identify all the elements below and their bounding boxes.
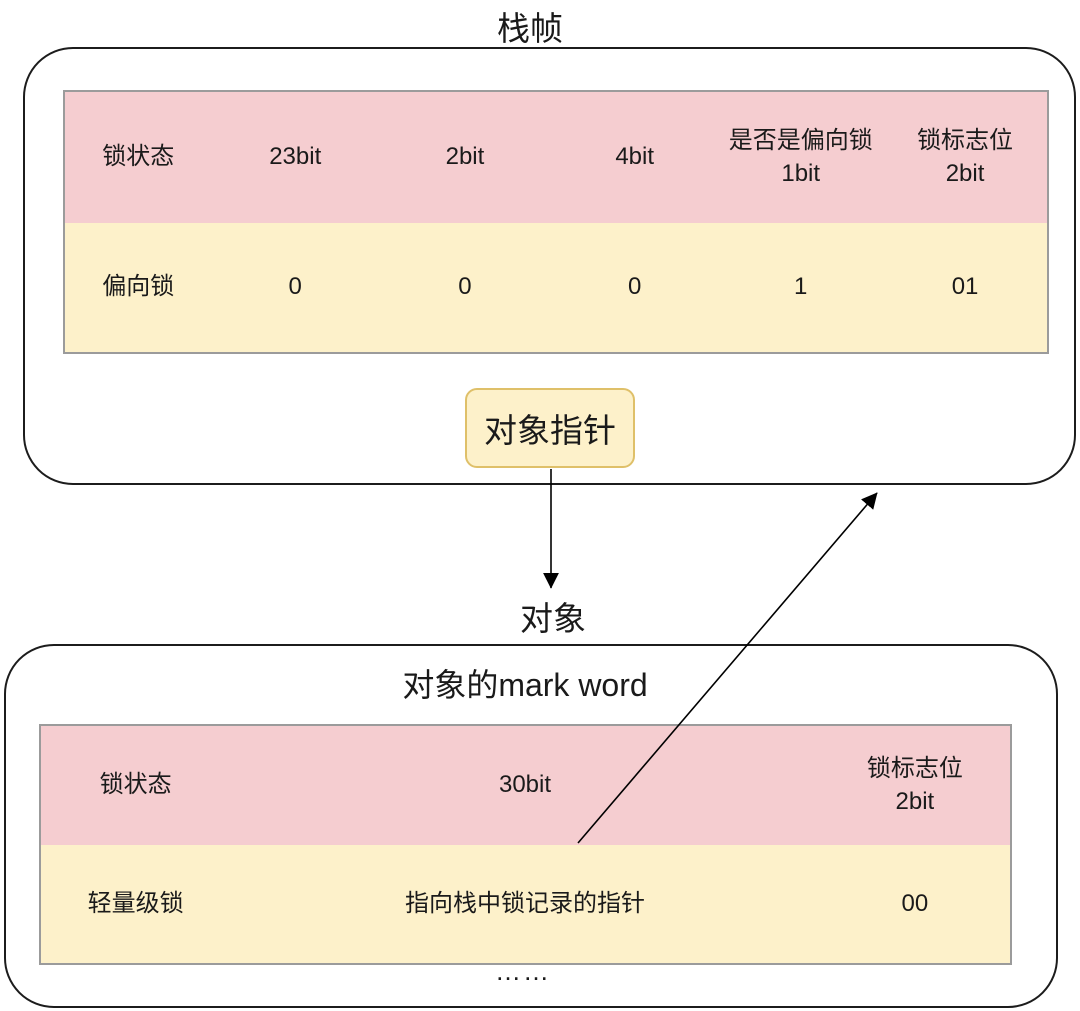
table-header-row: 锁状态 30bit 锁标志位 2bit [40, 725, 1011, 845]
cell-biased-lock: 偏向锁 [102, 273, 175, 301]
cell-value-0c: 0 [628, 273, 642, 301]
table-value-row: 轻量级锁 指向栈中锁记录的指针 00 [40, 845, 1011, 964]
object-label: 对象 [520, 600, 586, 637]
cell-value-0a: 0 [288, 273, 302, 301]
mark-word-container [4, 644, 1058, 1008]
cell-value-01: 01 [951, 273, 979, 301]
column-header-lock-state: 锁状态 [99, 771, 172, 799]
cell-value-0b: 0 [458, 273, 472, 301]
stack-frame-container [23, 47, 1076, 485]
mark-word-title: 对象的mark word [402, 667, 648, 703]
stack-frame-lock-record-table: 锁状态 23bit 2bit 4bit 是否是偏向锁 1bit 锁标志位 2bi… [63, 90, 1049, 354]
object-pointer-box: 对象指针 [465, 388, 635, 468]
column-header-lock-flag: 锁标志位 2bit [917, 127, 1014, 187]
cell-lightweight-lock: 轻量级锁 [87, 889, 184, 917]
table-value-row: 偏向锁 0 0 0 1 01 [64, 223, 1048, 353]
cell-lock-record-pointer: 指向栈中锁记录的指针 [405, 889, 645, 917]
cell-value-00: 00 [901, 889, 929, 917]
column-header-biased-flag: 是否是偏向锁 1bit [728, 127, 873, 187]
column-header-lock-flag: 锁标志位 2bit [866, 755, 963, 815]
column-header-4bit: 4bit [615, 143, 655, 171]
ellipsis-text: …… [495, 956, 551, 986]
cell-value-1: 1 [794, 273, 808, 301]
mark-word-table: 锁状态 30bit 锁标志位 2bit 轻量级锁 指向栈中锁记录的指针 00 [39, 724, 1012, 965]
table-header-row: 锁状态 23bit 2bit 4bit 是否是偏向锁 1bit 锁标志位 2bi… [64, 91, 1048, 223]
column-header-30bit: 30bit [498, 771, 552, 799]
column-header-lock-state: 锁状态 [102, 143, 175, 171]
column-header-23bit: 23bit [269, 143, 322, 171]
column-header-2bit: 2bit [445, 143, 485, 171]
stack-frame-title: 栈帧 [497, 10, 563, 47]
